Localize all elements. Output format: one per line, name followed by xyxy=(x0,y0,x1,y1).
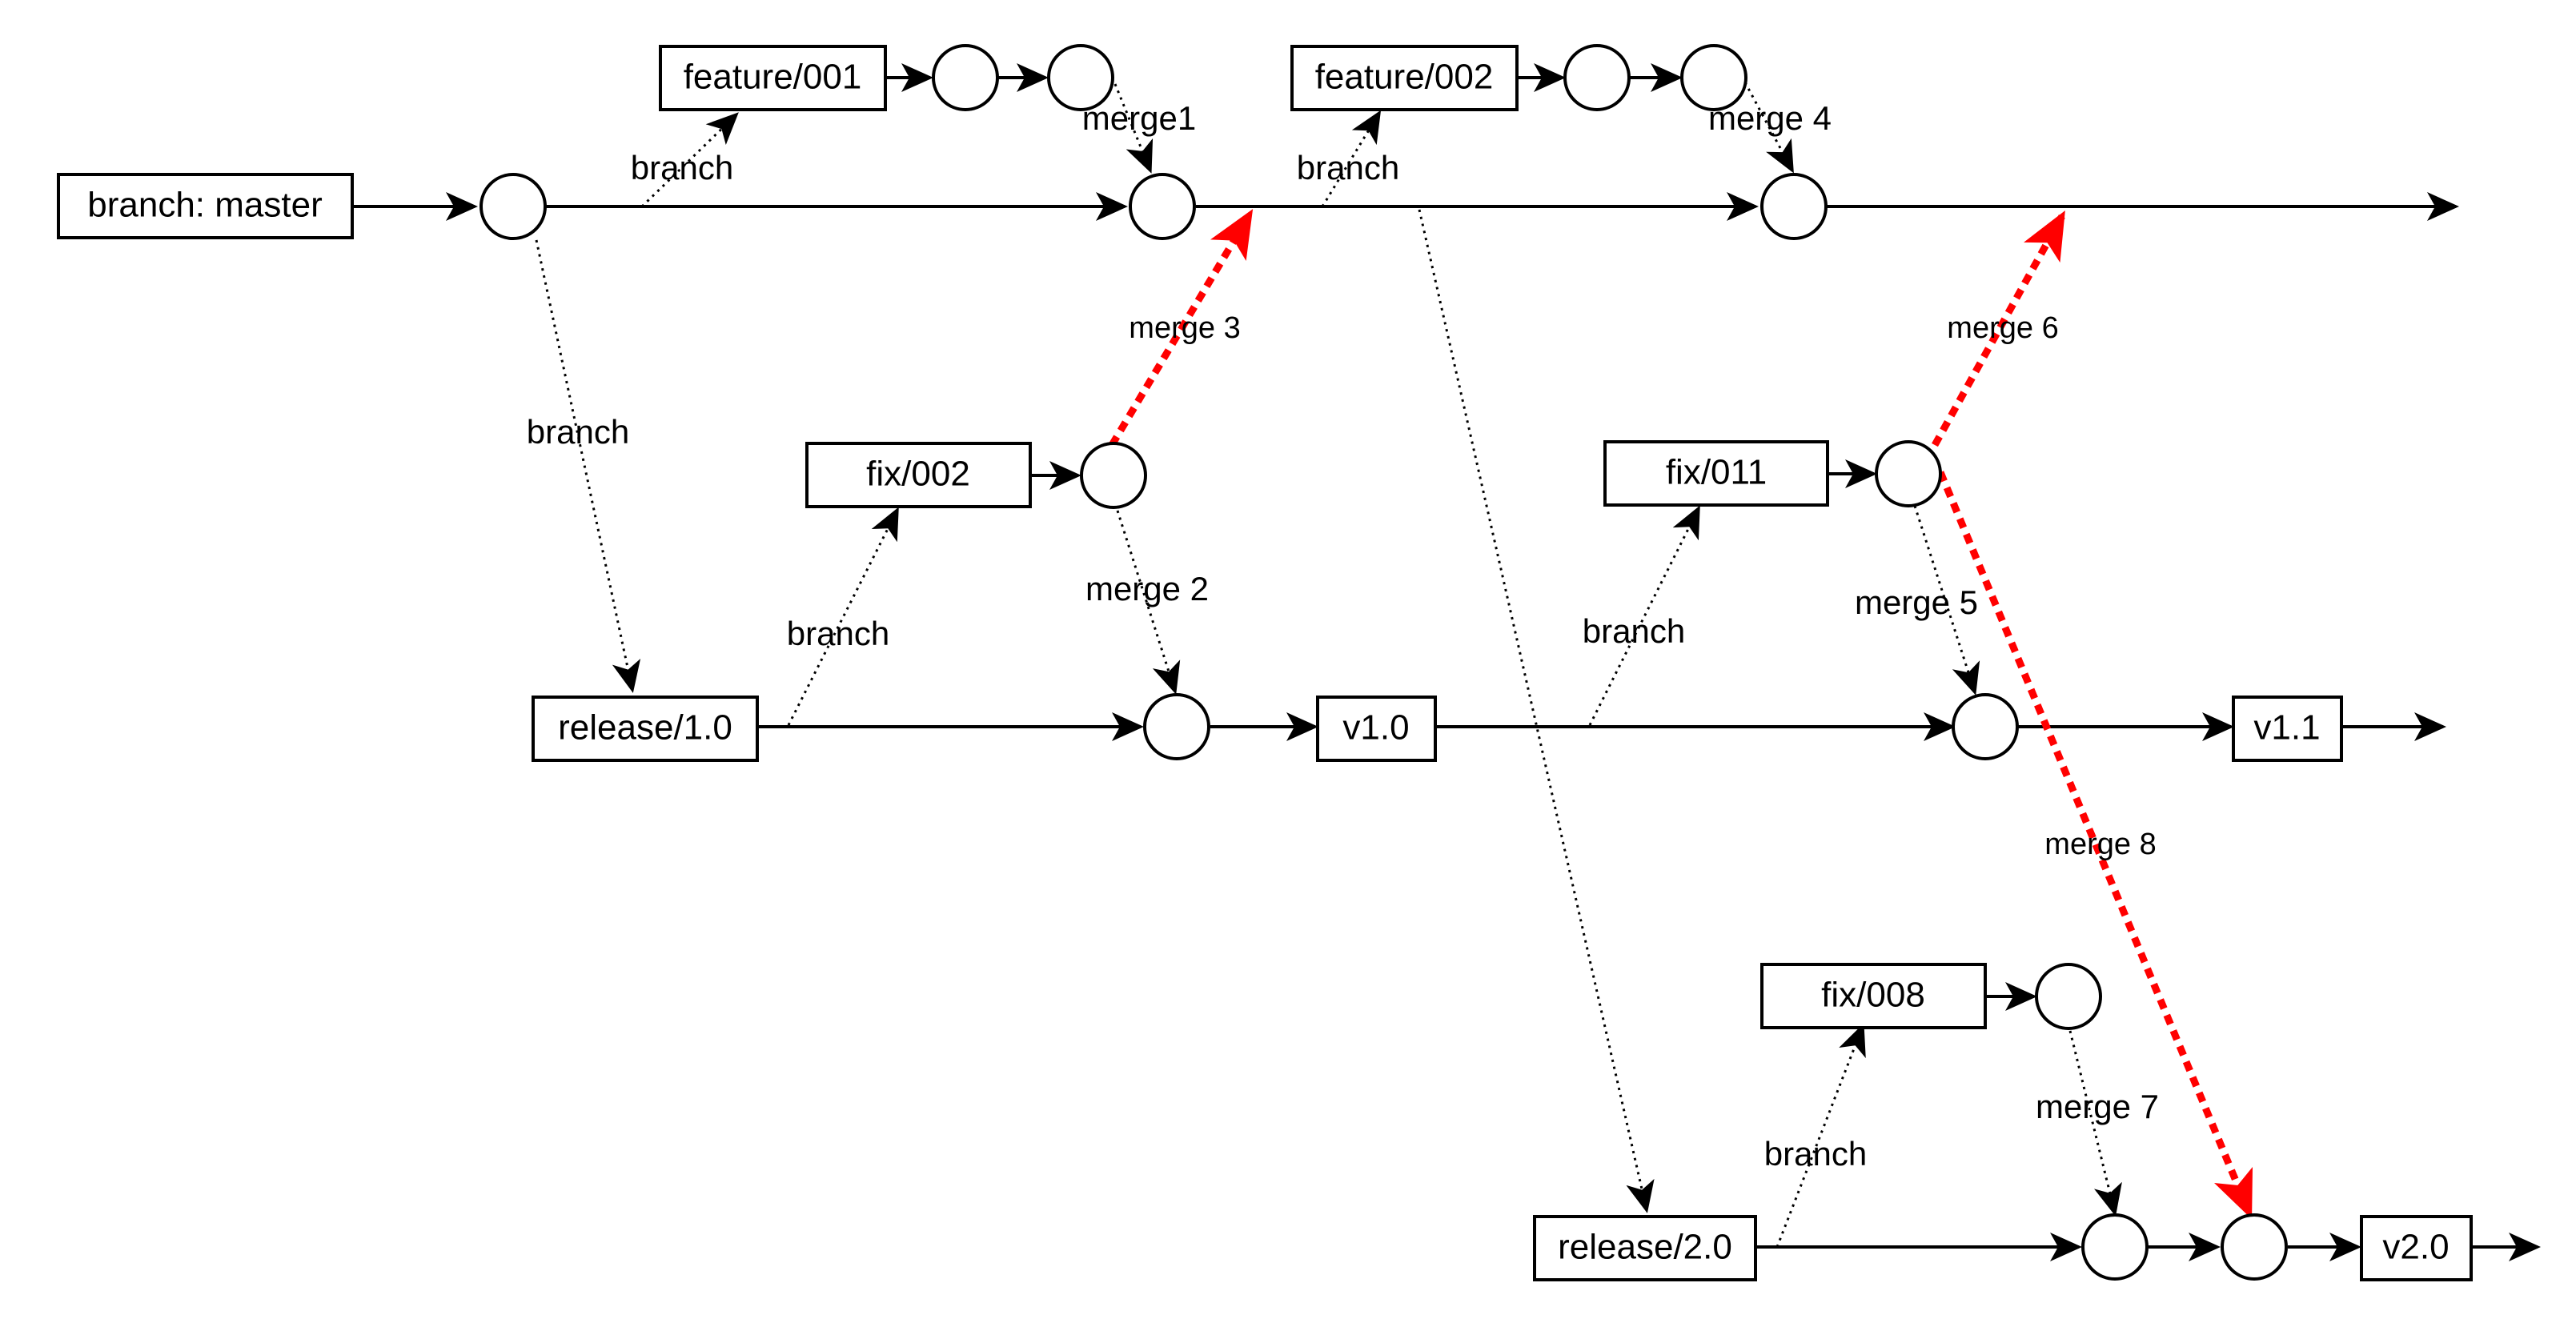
edge-branch-release10 xyxy=(535,239,641,693)
edge-merge1 xyxy=(1113,83,1154,174)
box-fix011: fix/011 xyxy=(1603,440,1829,507)
commit-node-feature002-a xyxy=(1563,44,1631,111)
edge-branch-feature001 xyxy=(640,112,739,208)
box-feature002: feature/002 xyxy=(1290,45,1519,111)
commit-node-fix008 xyxy=(2035,963,2102,1030)
commit-node-release10-merge5 xyxy=(1952,693,2019,760)
label-branch-fix011: branch xyxy=(1583,612,1685,650)
commit-node-feature001-a xyxy=(932,44,999,111)
edge-merge4 xyxy=(1743,82,1794,174)
commit-node-feature002-b xyxy=(1680,44,1747,111)
commit-node-feature001-b xyxy=(1047,44,1114,111)
edge-branch-fix011 xyxy=(1588,505,1700,726)
label-merge3: merge 3 xyxy=(1129,311,1240,345)
label-branch-feature002: branch xyxy=(1297,149,1399,186)
box-fix008-label: fix/008 xyxy=(1821,976,1925,1015)
label-merge1: merge1 xyxy=(1082,99,1196,137)
box-feature001: feature/001 xyxy=(659,45,887,111)
commit-node-fix011 xyxy=(1875,440,1942,507)
edge-branch-release20 xyxy=(1418,209,1655,1213)
commit-node-release20-merge7 xyxy=(2081,1213,2149,1281)
edge-merge3 xyxy=(1109,209,1254,447)
box-branch-master-label: branch: master xyxy=(87,186,322,225)
commit-node-master-1 xyxy=(479,173,547,240)
box-fix011-label: fix/011 xyxy=(1666,453,1767,492)
box-v11-label: v1.1 xyxy=(2253,708,2320,748)
box-release20: release/2.0 xyxy=(1533,1215,1757,1281)
box-release10: release/1.0 xyxy=(532,696,759,762)
box-v10-label: v1.0 xyxy=(1342,708,1409,748)
label-merge4: merge 4 xyxy=(1708,99,1832,137)
box-release10-label: release/1.0 xyxy=(558,708,732,748)
box-release20-label: release/2.0 xyxy=(1558,1228,1732,1267)
edge-merge2 xyxy=(1116,510,1181,695)
box-v20-label: v2.0 xyxy=(2382,1228,2449,1267)
label-merge8: merge 8 xyxy=(2044,828,2156,861)
box-feature002-label: feature/002 xyxy=(1315,58,1494,97)
label-branch-release10: branch xyxy=(527,413,629,451)
box-fix002: fix/002 xyxy=(805,442,1032,508)
box-branch-master: branch: master xyxy=(57,173,354,239)
commit-node-fix002 xyxy=(1080,442,1147,509)
label-branch-feature001: branch xyxy=(631,149,733,186)
label-branch-fix002: branch xyxy=(787,615,889,652)
edge-merge7 xyxy=(2068,1030,2122,1217)
box-feature001-label: feature/001 xyxy=(684,58,862,97)
commit-node-release10-merge2 xyxy=(1143,693,1210,760)
box-v20: v2.0 xyxy=(2360,1215,2473,1281)
label-branch-fix008: branch xyxy=(1764,1135,1867,1173)
commit-node-master-merge4 xyxy=(1760,173,1828,240)
box-v10: v1.0 xyxy=(1316,696,1437,762)
commit-node-release20-merge8 xyxy=(2221,1213,2288,1281)
box-fix002-label: fix/002 xyxy=(866,455,970,494)
box-v11: v1.1 xyxy=(2232,696,2343,762)
label-merge7: merge 7 xyxy=(2036,1088,2159,1125)
label-merge2: merge 2 xyxy=(1085,570,1209,607)
commit-node-master-merge1 xyxy=(1129,173,1196,240)
label-merge6: merge 6 xyxy=(1947,311,2058,345)
label-merge5: merge 5 xyxy=(1855,583,1978,621)
box-fix008: fix/008 xyxy=(1760,963,1987,1029)
